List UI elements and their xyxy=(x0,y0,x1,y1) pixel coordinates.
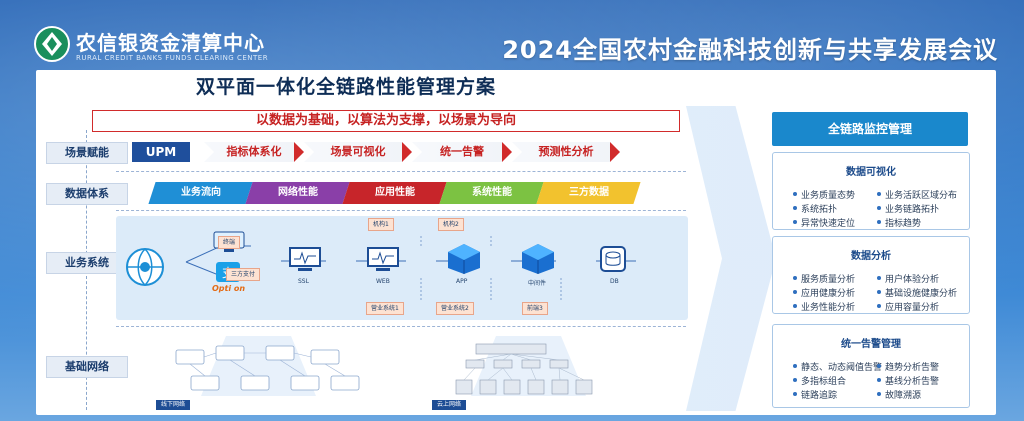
business-system-tag: 营业系统1 xyxy=(366,302,404,315)
card-title: 统一告警管理 xyxy=(841,339,901,350)
brand-label: Opti on xyxy=(212,284,246,293)
middleware-icon xyxy=(522,244,554,274)
card-item: 业务性能分析 xyxy=(792,300,855,313)
row-label-business: 业务系统 xyxy=(46,252,128,274)
card-title: 数据分析 xyxy=(851,251,891,262)
terminal-tag: 终端 xyxy=(218,236,241,249)
business-system-tag: 前端3 xyxy=(522,302,548,315)
main-panel: 双平面一体化全链路性能管理方案 以数据为基础，以算法为支撑，以场景为导向 场景赋… xyxy=(36,70,996,415)
card-item: 应用容量分析 xyxy=(876,300,939,313)
card-item: 业务活跃区域分布 xyxy=(876,188,957,201)
offline-network-badge: 线下网络 xyxy=(156,400,191,410)
right-panel-title: 全链路监控管理 xyxy=(772,112,968,146)
app-server-icon xyxy=(448,244,480,274)
logo-chinese-name: 农信银资金清算中心 xyxy=(76,31,265,55)
institution-tag: 机构2 xyxy=(438,218,464,231)
data-layer-band: 业务流向 xyxy=(148,182,253,204)
data-layer-label: 网络性能 xyxy=(277,187,318,198)
scene-step: 指标体系化 xyxy=(204,142,304,162)
data-layer-label: 业务流向 xyxy=(180,187,221,198)
card-visualization: 数据可视化 业务质量态势 业务活跃区域分布 系统拓扑 业务链路拓扑 异常快速定位… xyxy=(772,152,970,230)
ssl-label: SSL xyxy=(298,278,309,285)
card-item: 静态、动态阈值告警 xyxy=(792,360,882,373)
scene-step: 场景可视化 xyxy=(304,142,412,162)
separator xyxy=(116,210,686,211)
step-arrow-icon xyxy=(502,142,512,162)
card-item: 应用健康分析 xyxy=(792,286,855,299)
scene-step: 预测性分析 xyxy=(512,142,620,162)
card-item: 业务质量态势 xyxy=(792,188,855,201)
cloud-network-badge: 云上网络 xyxy=(432,400,467,410)
card-item: 链路追踪 xyxy=(792,388,837,401)
web-label: WEB xyxy=(376,278,390,285)
data-layer-label: 应用性能 xyxy=(374,187,415,198)
data-layer-band: 系统性能 xyxy=(439,182,544,204)
institution-tag: 机构1 xyxy=(368,218,394,231)
card-item: 基线分析告警 xyxy=(876,374,939,387)
network-area xyxy=(116,336,688,412)
db-label: DB xyxy=(610,278,619,285)
logo-mark-icon xyxy=(34,26,70,62)
row-label-data: 数据体系 xyxy=(46,183,128,205)
logo-english-name: RURAL CREDIT BANKS FUNDS CLEARING CENTER xyxy=(76,54,269,62)
principle-banner: 以数据为基础，以算法为支撑，以场景为导向 xyxy=(92,110,680,132)
card-item: 趋势分析告警 xyxy=(876,360,939,373)
card-analysis: 数据分析 服务质量分析 用户体验分析 应用健康分析 基础设施健康分析 业务性能分… xyxy=(772,236,970,314)
card-item: 指标趋势 xyxy=(876,216,921,229)
globe-icon xyxy=(126,247,164,287)
card-item: 服务质量分析 xyxy=(792,272,855,285)
card-item: 多指标组合 xyxy=(792,374,846,387)
third-pay-tag: 三方支付 xyxy=(226,268,261,281)
card-item: 用户体验分析 xyxy=(876,272,939,285)
data-layer-label: 三方数据 xyxy=(568,187,609,198)
row-label-network: 基础网络 xyxy=(46,356,128,378)
upm-box: UPM xyxy=(132,142,190,162)
business-system-tag: 营业系统2 xyxy=(436,302,474,315)
network-topology-diagram xyxy=(175,336,593,396)
app-label: APP xyxy=(456,278,468,285)
step-arrow-icon xyxy=(610,142,620,162)
logo: 农信银资金清算中心 RURAL CREDIT BANKS FUNDS CLEAR… xyxy=(32,22,268,68)
conference-title: 2024全国农村金融科技创新与共享发展会议 xyxy=(502,36,998,64)
page-title: 双平面一体化全链路性能管理方案 xyxy=(195,76,496,98)
database-icon xyxy=(600,246,626,272)
scene-step: 统一告警 xyxy=(412,142,512,162)
card-item: 系统拓扑 xyxy=(792,202,837,215)
data-layer-band: 网络性能 xyxy=(245,182,350,204)
card-item: 业务链路拓扑 xyxy=(876,202,939,215)
row-label-scene: 场景赋能 xyxy=(46,142,128,164)
separator xyxy=(116,326,686,327)
middleware-label: 中间件 xyxy=(528,280,547,287)
data-layer-band: 应用性能 xyxy=(342,182,447,204)
data-layer-band: 三方数据 xyxy=(536,182,641,204)
step-arrow-icon xyxy=(294,142,304,162)
ssl-server-icon xyxy=(289,247,321,271)
card-item: 基础设施健康分析 xyxy=(876,286,957,299)
flow-arrow xyxy=(686,106,776,411)
card-alerting: 统一告警管理 静态、动态阈值告警 趋势分析告警 多指标组合 基线分析告警 链路追… xyxy=(772,324,970,408)
web-server-icon xyxy=(367,247,399,271)
data-layer-label: 系统性能 xyxy=(471,187,512,198)
card-item: 故障溯源 xyxy=(876,388,921,401)
card-title: 数据可视化 xyxy=(846,167,896,178)
separator xyxy=(116,171,686,172)
card-item: 异常快速定位 xyxy=(792,216,855,229)
step-arrow-icon xyxy=(402,142,412,162)
